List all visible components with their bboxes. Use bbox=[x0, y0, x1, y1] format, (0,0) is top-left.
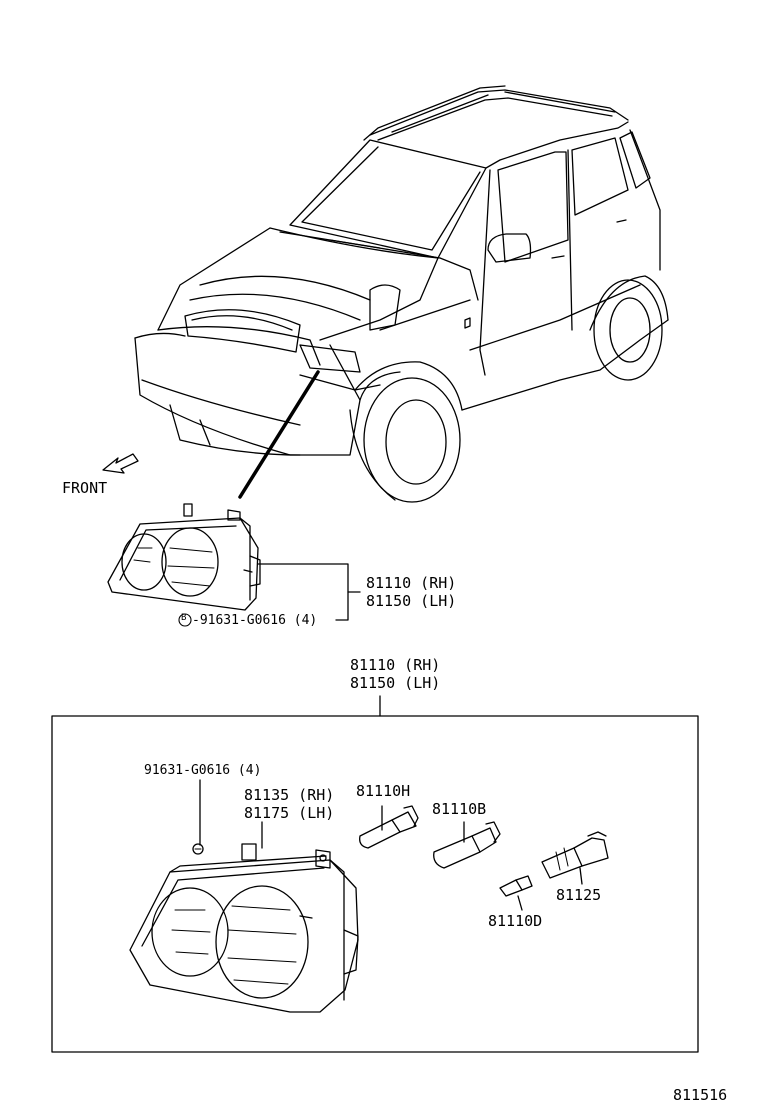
housing-lh-label: 81175 (LH) bbox=[244, 804, 335, 822]
assembly-headlight-housing bbox=[129, 843, 359, 1013]
front-arrow-icon bbox=[102, 453, 139, 474]
headlight-leader-line bbox=[238, 370, 320, 499]
screw-symbol-letter: B bbox=[181, 613, 187, 623]
assembly-part-lh-label: 81150 (LH) bbox=[350, 674, 441, 692]
upper-part-rh-label: 81110 (RH) bbox=[366, 574, 457, 592]
bulb-b-label: 81110B bbox=[432, 800, 487, 818]
vehicle-illustration bbox=[134, 85, 669, 503]
bulb-81110b-icon bbox=[433, 821, 501, 869]
bulb-81110h-icon bbox=[359, 805, 419, 849]
upper-screw-part-label: -91631-G0616 (4) bbox=[192, 613, 318, 628]
socket-label: 81125 bbox=[556, 886, 602, 904]
bulb-81110d-icon bbox=[499, 875, 533, 911]
assembly-box bbox=[51, 715, 699, 1053]
bulb-h-label: 81110H bbox=[356, 782, 411, 800]
bulb-d-label: 81110D bbox=[488, 912, 543, 930]
screw-part-label: 91631-G0616 (4) bbox=[144, 763, 262, 778]
upper-part-lh-label: 81150 (LH) bbox=[366, 592, 457, 610]
assembly-part-rh-label: 81110 (RH) bbox=[350, 656, 441, 674]
upper-callout-bracket bbox=[257, 563, 361, 621]
screw-symbol-icon bbox=[178, 613, 192, 627]
socket-81125-icon bbox=[541, 831, 609, 885]
figure-id-label: 811516 bbox=[673, 1086, 728, 1104]
screw-part bbox=[192, 779, 204, 855]
front-label: FRONT bbox=[62, 479, 108, 497]
housing-rh-label: 81135 (RH) bbox=[244, 786, 335, 804]
upper-headlight-unit bbox=[107, 503, 261, 611]
